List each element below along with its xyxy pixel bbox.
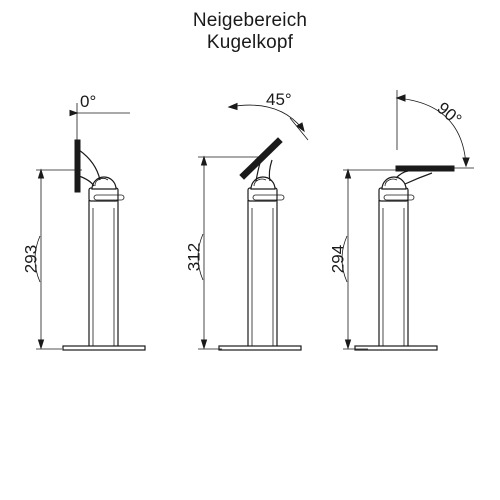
view-tilt-45: 312 45°: [184, 90, 309, 351]
label-bracket-left: [341, 235, 348, 283]
ball-head: [250, 176, 276, 190]
clamp-collar: [247, 187, 278, 202]
arrowhead-top: [200, 155, 208, 166]
angle-arrowhead: [69, 109, 79, 117]
clamp-collar: [378, 187, 409, 202]
label-bracket-left: [197, 233, 204, 281]
arrowhead-bottom: [200, 339, 208, 350]
clamp-lever: [252, 194, 285, 201]
angle-label-90: 90°: [433, 98, 465, 129]
mount-neck: [78, 175, 95, 187]
height-label-312: 312: [184, 243, 203, 271]
clamp-lever: [383, 194, 415, 201]
view-tilt-0: 293 0°: [21, 92, 146, 351]
angle-label-45: 45°: [266, 90, 292, 109]
base-plate: [218, 345, 302, 351]
angle-arrowhead-end: [296, 122, 305, 133]
height-label-294: 294: [328, 245, 347, 273]
mounting-plate: [74, 139, 81, 193]
title-line-1: Neigebereich: [192, 10, 308, 31]
ball-highlight: [253, 178, 267, 187]
label-bracket-left: [34, 235, 41, 283]
ball-head: [381, 176, 407, 190]
angle-arrowhead-end: [462, 157, 470, 168]
arrowhead-bottom: [344, 339, 352, 350]
height-label-293: 293: [21, 245, 40, 273]
angle-arc: [396, 97, 467, 166]
title-line-2: Kugelkopf: [206, 32, 294, 53]
base-plate: [354, 345, 438, 351]
mount-neck: [78, 149, 101, 181]
view-tilt-90: 294 90°: [328, 90, 474, 351]
mount-neck: [395, 170, 409, 179]
title-block: Neigebereich Kugelkopf: [0, 10, 500, 54]
mount-neck: [404, 172, 433, 185]
angle-extension-line: [289, 117, 309, 141]
base-plate: [62, 345, 146, 351]
arrowhead-top: [37, 168, 45, 179]
clamp-collar: [88, 187, 119, 202]
ball-highlight: [384, 178, 398, 187]
mounting-plate: [239, 137, 283, 180]
angle-label-0: 0°: [80, 92, 96, 111]
mounting-plate: [395, 165, 455, 172]
mount-neck: [268, 159, 273, 182]
arrowhead-bottom: [37, 339, 45, 350]
arrowhead-top: [344, 168, 352, 179]
angle-arrowhead-start: [395, 94, 406, 102]
clamp-lever: [93, 194, 125, 201]
angle-arrowhead-start: [227, 102, 238, 111]
